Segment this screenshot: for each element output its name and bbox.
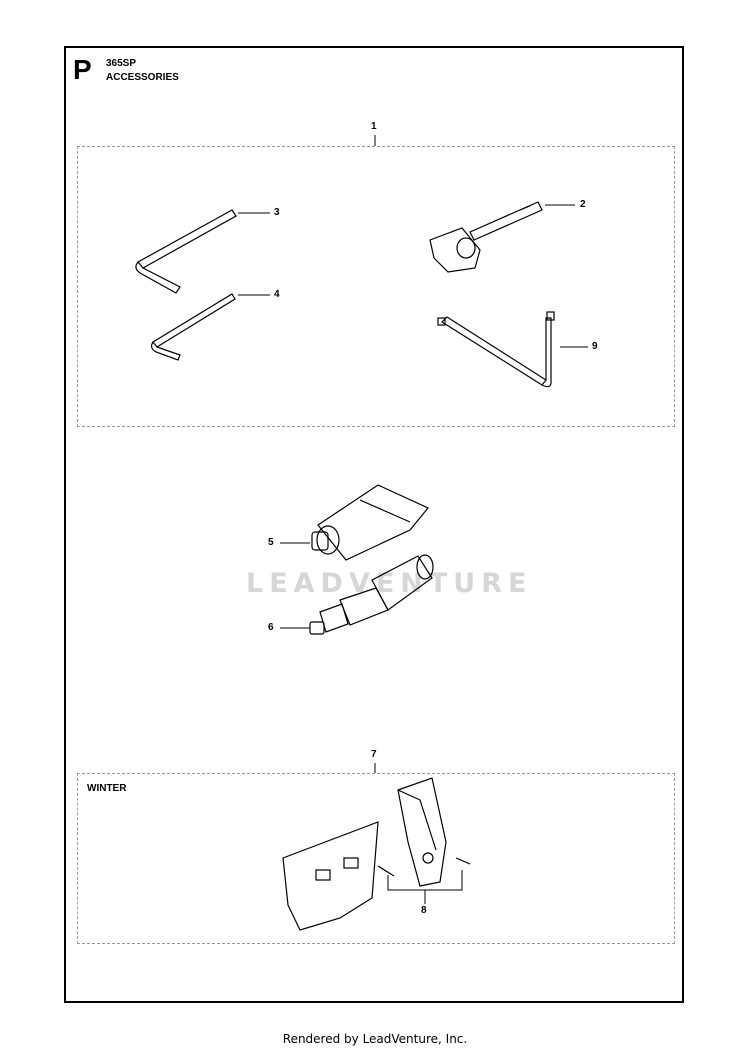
callout-7: 7 — [371, 749, 377, 760]
model-number: 365SP — [106, 58, 137, 69]
winter-group-label: WINTER — [87, 783, 127, 794]
watermark: LEADVENTURE — [246, 568, 533, 599]
callout-2: 2 — [580, 199, 586, 210]
diagram-title: ACCESSORIES — [106, 72, 179, 83]
winter-kit-group-box — [77, 773, 675, 944]
callout-6: 6 — [268, 622, 274, 633]
callout-5: 5 — [268, 537, 274, 548]
tool-kit-group-box — [77, 146, 675, 427]
diagram-sheet — [64, 46, 684, 1003]
footer-credit: Rendered by LeadVenture, Inc. — [282, 1032, 468, 1046]
section-letter: P — [73, 54, 92, 85]
callout-3: 3 — [274, 207, 280, 218]
callout-4: 4 — [274, 289, 280, 300]
callout-1: 1 — [371, 121, 377, 132]
callout-9: 9 — [592, 341, 598, 352]
callout-8: 8 — [421, 905, 427, 916]
